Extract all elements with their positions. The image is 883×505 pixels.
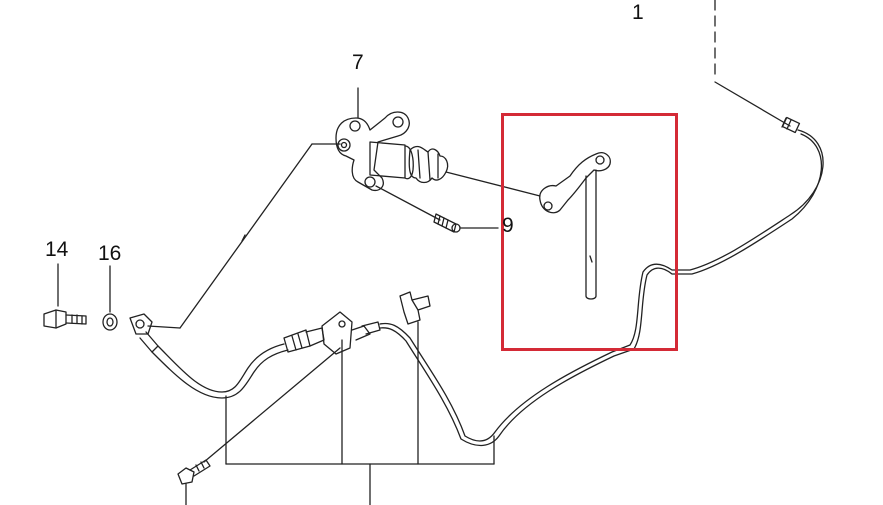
callout-part-7: 7 <box>352 51 364 74</box>
clutch-cylinder <box>335 87 541 197</box>
callout-part-16: 16 <box>98 242 122 265</box>
retaining-clip <box>399 291 431 325</box>
clevis-pin-bracket <box>539 152 611 300</box>
group-bracket <box>225 321 495 505</box>
banjo-bolt-part-14 <box>43 263 87 329</box>
callout-part-14: 14 <box>45 238 69 261</box>
bolt-part-9 <box>375 185 499 233</box>
washer-part-16 <box>102 265 118 331</box>
flexible-hose <box>129 313 325 399</box>
leader-part-1 <box>714 0 791 127</box>
leader-hose-connection <box>147 143 341 329</box>
mounting-screw <box>177 347 341 505</box>
hose-mount-clip <box>321 311 381 355</box>
callout-part-1: 1 <box>632 1 644 24</box>
callout-part-9: 9 <box>502 214 514 237</box>
highlight-box <box>501 113 678 351</box>
